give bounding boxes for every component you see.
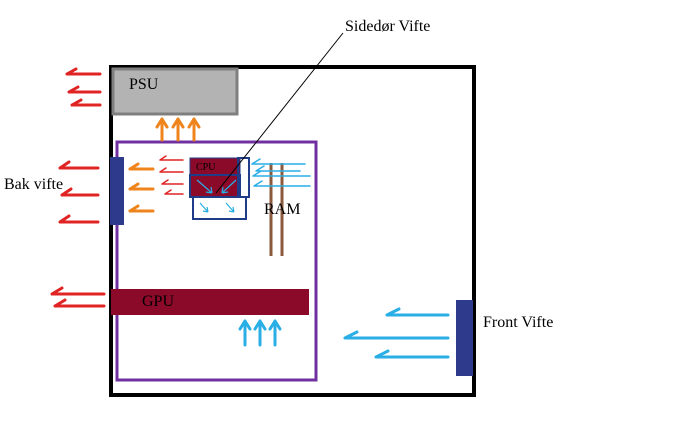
cpu-fan-arrows-icon (196, 179, 237, 213)
rear-fan-label: Bak vifte (4, 176, 63, 193)
front-intake-blue-arrows-icon (343, 307, 450, 359)
cpu-label: CPU (196, 162, 216, 173)
psu-label: PSU (129, 76, 159, 93)
cpu-exhaust-red-arrows-icon (159, 155, 184, 195)
psu-block (111, 67, 239, 116)
cpu-block (189, 157, 241, 198)
gpu-label: GPU (142, 293, 174, 310)
side-fan-pointer (215, 32, 344, 194)
side-fan-label: Sidedør Vifte (345, 18, 430, 35)
rear-fan (110, 157, 124, 225)
psu-intake-orange-arrows-icon (155, 117, 201, 142)
front-fan-label: Front Vifte (483, 314, 553, 331)
rear-exhaust-arrows-icon (58, 160, 100, 224)
cpu-exhaust-orange-arrows-icon (128, 162, 155, 213)
case-outline (109, 65, 476, 397)
psu-exhaust-arrows-icon (65, 67, 102, 107)
cpu-cooler-lower (192, 196, 247, 220)
ram-sticks (269, 163, 284, 256)
cpu-intake-blue-arrows-icon (251, 158, 311, 187)
motherboard-outline (115, 140, 318, 382)
gpu-intake-blue-arrows-icon (238, 319, 282, 347)
gpu-exhaust-arrows-icon (50, 286, 106, 308)
front-fan (456, 300, 473, 376)
gpu-block (111, 289, 309, 315)
ram-label: RAM (264, 201, 300, 218)
